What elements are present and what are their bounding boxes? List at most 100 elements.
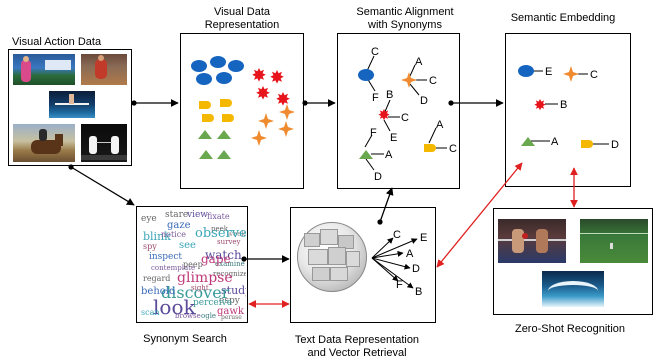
text-data-representation-title-line2: and Vector Retrieval (307, 347, 407, 359)
alignment-letter: C (449, 143, 457, 155)
word-sight: sight (191, 284, 209, 292)
alignment-green-triangle (359, 150, 373, 159)
semantic-embedding-panel (505, 33, 631, 187)
orange-star (278, 121, 294, 137)
embedding-red-star (534, 99, 546, 111)
word-peruse: peruse (221, 314, 242, 321)
embedding-letter: B (560, 99, 567, 111)
word-perceive: perceive (193, 298, 233, 308)
visual-data-representation-title-line2: Representation (204, 19, 280, 31)
retrieval-letter: E (420, 232, 427, 244)
text-data-representation-title-line1: Text Data Representation (294, 334, 420, 346)
retrieval-letter: C (393, 229, 401, 241)
word-peep: peep (183, 260, 203, 269)
alignment-orange-star (401, 72, 417, 88)
word-discover: discover (161, 283, 230, 302)
embedding-green-triangle (521, 137, 535, 146)
surfing-thumbnail (542, 271, 604, 307)
retrieval-letter: A (406, 248, 414, 260)
embedding-letter: A (551, 136, 559, 148)
visual-data-representation-title-line1: Visual Data (213, 6, 271, 18)
alignment-letter: A (436, 119, 444, 131)
word-watch: watch (205, 248, 242, 262)
word-browse: browse (175, 312, 201, 320)
tennis-thumbnail (13, 54, 75, 85)
word-blink: blink (143, 230, 171, 243)
horse-riding-thumbnail (13, 124, 75, 162)
word-gape: gape (201, 252, 231, 266)
retrieval-letter: D (412, 263, 420, 275)
orange-star (258, 113, 274, 129)
retrieval-letter: F (396, 279, 403, 291)
arrow-text-to-alignment (377, 187, 394, 225)
word-glimpse: glimpse (177, 270, 233, 286)
alignment-yellow-group (428, 127, 447, 149)
word-view: view (187, 210, 208, 220)
orange-four-point-stars (251, 104, 295, 146)
word-spy: spy (143, 242, 157, 251)
embedding-orange-star (563, 66, 579, 82)
embedding-letter: E (545, 66, 552, 78)
fencing-thumbnail (81, 124, 127, 162)
flow-arrows (68, 99, 504, 263)
word-notice: notice (161, 230, 186, 239)
alignment-green-group (364, 134, 384, 171)
word-behold: behold (141, 286, 176, 297)
word-recognize: recognize (213, 270, 246, 278)
wikipedia-globe-icon (297, 222, 367, 292)
semantic-alignment-title-line1: Semantic Alignment (356, 6, 454, 18)
alignment-letter: C (401, 112, 409, 124)
blue-ellipse (191, 60, 207, 72)
alignment-letter: C (371, 46, 379, 58)
word-study: study (221, 284, 246, 297)
word-inspect: inspect (149, 252, 183, 262)
blue-ellipse (210, 56, 226, 68)
word-ogle: ogle (201, 312, 217, 320)
alignment-blue-ellipse (358, 69, 374, 81)
yellow-tag (222, 114, 234, 122)
alignment-letter: F (372, 92, 379, 104)
yellow-tag (202, 114, 214, 122)
word-see: see (179, 240, 196, 251)
alignment-red-star (378, 109, 390, 121)
word-observe: observe (195, 226, 246, 241)
red-star (270, 70, 284, 84)
red-star (252, 68, 266, 82)
yellow-tag (199, 101, 211, 109)
word-stare: stare (165, 210, 189, 220)
orange-star (279, 104, 295, 120)
arrow-text-to-embedding (436, 162, 523, 268)
soccer-thumbnail (580, 219, 648, 263)
yellow-tag (220, 99, 232, 107)
embedding-letter: D (611, 139, 619, 151)
alignment-letter: A (415, 56, 423, 68)
synonym-search-panel: fixate peek week survey eye watch examin… (136, 206, 248, 323)
alignment-letter: E (390, 132, 397, 144)
alignment-letter: F (370, 127, 377, 139)
green-triangle (198, 130, 212, 139)
high-jump-thumbnail (81, 54, 127, 85)
word-espy: espy (219, 296, 240, 306)
blue-ellipse (228, 60, 244, 72)
word-survey: survey (217, 238, 241, 246)
blue-ellipses (191, 56, 244, 85)
orange-star (251, 130, 267, 146)
semantic-embedding-title: Semantic Embedding (510, 12, 616, 24)
alignment-letter: A (385, 149, 393, 161)
alignment-letter: D (374, 171, 382, 183)
word-look: look (153, 295, 196, 319)
word-gaze: gaze (167, 220, 191, 231)
alignment-letter: D (420, 95, 428, 107)
synonym-word-cloud: fixate peek week survey eye watch examin… (139, 209, 246, 321)
retrieval-rays (371, 237, 418, 289)
embedding-blue-ellipse (518, 65, 534, 77)
red-star (276, 92, 290, 106)
zero-shot-recognition-title: Zero-Shot Recognition (514, 323, 626, 335)
visual-action-data-panel (8, 49, 132, 166)
arrow-visual-to-synonym (68, 164, 135, 206)
alignment-letter: C (429, 75, 437, 87)
green-triangle (217, 130, 231, 139)
blue-ellipse (216, 72, 232, 84)
word-fixate: fixate (207, 212, 230, 221)
